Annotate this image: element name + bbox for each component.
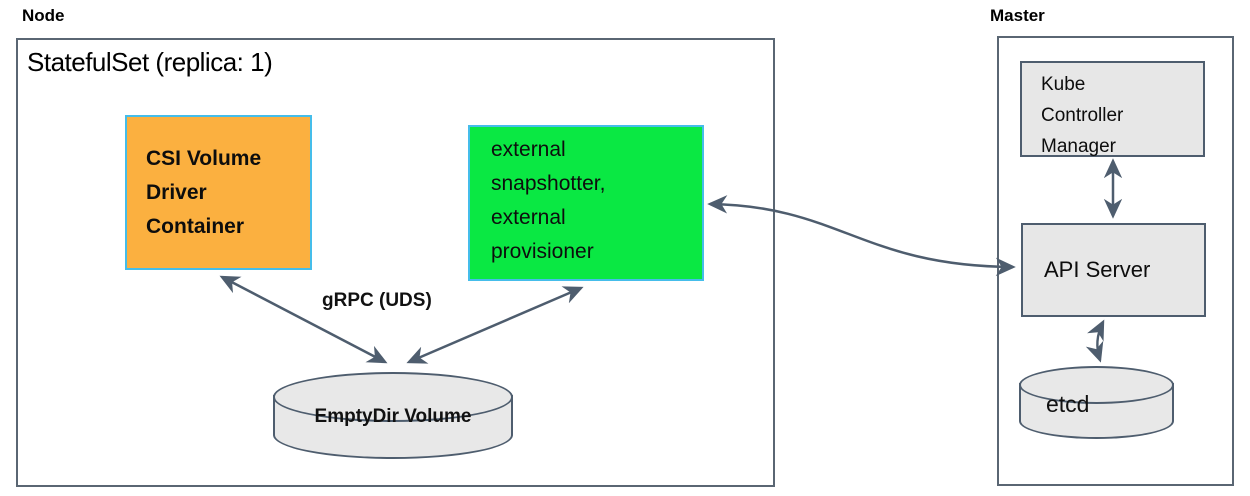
kube-controller-manager-box: Kube Controller Manager <box>1020 61 1205 157</box>
statefulset-title: StatefulSet (replica: 1) <box>27 47 273 77</box>
api-server-label: API Server <box>1044 257 1151 282</box>
etcd-label: etcd <box>1046 391 1090 417</box>
sidecar-box-line: snapshotter, <box>491 172 606 195</box>
grpc-uds-label: gRPC (UDS) <box>322 290 432 311</box>
kcm-box-line: Manager <box>1041 136 1116 157</box>
sidecar-box-line: external <box>491 138 566 161</box>
emptydir-volume-cylinder: EmptyDir Volume <box>273 372 513 459</box>
csi-volume-driver-container-box: CSI Volume Driver Container <box>125 115 312 270</box>
kcm-box-line: Kube <box>1041 74 1086 95</box>
sidecar-box-line: external <box>491 206 566 229</box>
master-section-label: Master <box>990 6 1045 25</box>
etcd-cylinder: etcd <box>1019 366 1174 439</box>
kcm-box-line: Controller <box>1041 105 1124 126</box>
sidecar-box-line: provisioner <box>491 240 594 263</box>
emptydir-volume-label: EmptyDir Volume <box>314 406 472 427</box>
csi-box-line: Container <box>146 214 245 238</box>
csi-box-line: Driver <box>146 180 207 204</box>
csi-box-line: CSI Volume <box>146 146 262 170</box>
node-section-label: Node <box>22 6 65 25</box>
api-server-box: API Server <box>1021 223 1206 317</box>
external-sidecars-box: external snapshotter, external provision… <box>468 125 704 281</box>
